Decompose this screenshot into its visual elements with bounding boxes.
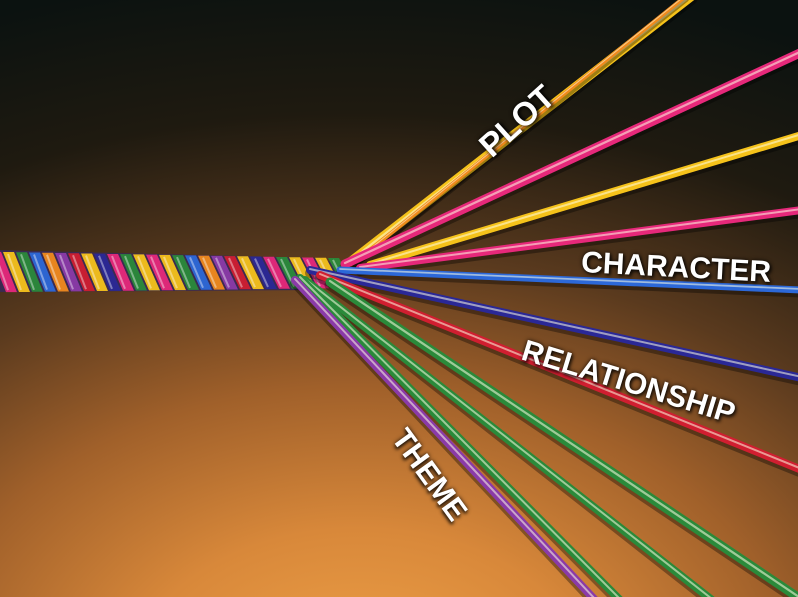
- braided-rope: [0, 250, 355, 293]
- braid-twist: [107, 253, 134, 291]
- character-strand: [336, 266, 798, 294]
- yellow-strand-highlight: [369, 134, 798, 265]
- braid-twist-highlight: [20, 253, 35, 291]
- navy-strand-highlight: [309, 268, 798, 378]
- braid-twist: [16, 252, 43, 292]
- braid-twist-highlight: [163, 256, 178, 289]
- braid-twist-highlight: [98, 255, 113, 290]
- braid-twist: [94, 253, 121, 291]
- braid-twist: [159, 254, 186, 291]
- braid-twist-highlight: [137, 256, 152, 289]
- braid-twist-highlight: [254, 258, 269, 288]
- braid-twist: [55, 253, 82, 292]
- green-strand-1-highlight: [328, 279, 798, 597]
- braid-twist-highlight: [111, 255, 126, 290]
- braid-twist-highlight: [59, 254, 74, 290]
- theme-strand-highlight: [294, 278, 595, 597]
- braid-twist-highlight: [0, 264, 9, 291]
- braid-twist: [172, 255, 199, 290]
- plot-strand-2: [353, 0, 685, 264]
- braid-twist: [0, 251, 17, 293]
- plot-strand-2-shadow: [352, 0, 689, 268]
- braid-twist-highlight: [215, 257, 230, 288]
- braid-twist-highlight: [189, 256, 204, 289]
- braid-twist-highlight: [267, 258, 282, 288]
- braid-twist: [185, 255, 212, 290]
- braid-twist-highlight: [72, 254, 87, 290]
- braid-twist-highlight: [176, 256, 191, 289]
- braid-twist-highlight: [202, 257, 217, 288]
- character-strand-highlight: [339, 268, 798, 290]
- braid-twist-highlight: [85, 255, 100, 290]
- braid-twist: [146, 254, 173, 291]
- braid-twist: [237, 256, 264, 290]
- braid-twist-highlight: [124, 255, 139, 289]
- braid-twist-highlight: [33, 254, 48, 290]
- braid-twist: [120, 254, 147, 291]
- braid-twist: [81, 253, 108, 292]
- braid-twist-highlight: [228, 257, 243, 288]
- braid-twist: [198, 255, 225, 290]
- braid-twist: [250, 256, 277, 289]
- braid-twist: [29, 252, 56, 292]
- relationship-strand-highlight: [319, 273, 798, 469]
- braid-twist: [68, 253, 95, 292]
- braid-twist: [263, 256, 290, 289]
- braid-twist-highlight: [7, 253, 22, 291]
- braid-twist: [3, 252, 30, 292]
- fanned-strands: [290, 0, 798, 597]
- green-strand-3-highlight: [299, 276, 620, 597]
- braid-twist: [42, 252, 69, 292]
- plot-strand-2-highlight: [354, 0, 681, 262]
- braid-twist-highlight: [46, 254, 61, 290]
- braid-twist-highlight: [150, 256, 165, 289]
- braid-twist: [224, 256, 251, 290]
- magenta-strand-highlight: [343, 51, 798, 265]
- pink-strand-highlight: [359, 208, 798, 268]
- braid-twist-highlight: [241, 257, 256, 288]
- braid-twist: [211, 255, 238, 290]
- green-strand-2-highlight: [304, 278, 712, 597]
- braid-twist: [133, 254, 160, 291]
